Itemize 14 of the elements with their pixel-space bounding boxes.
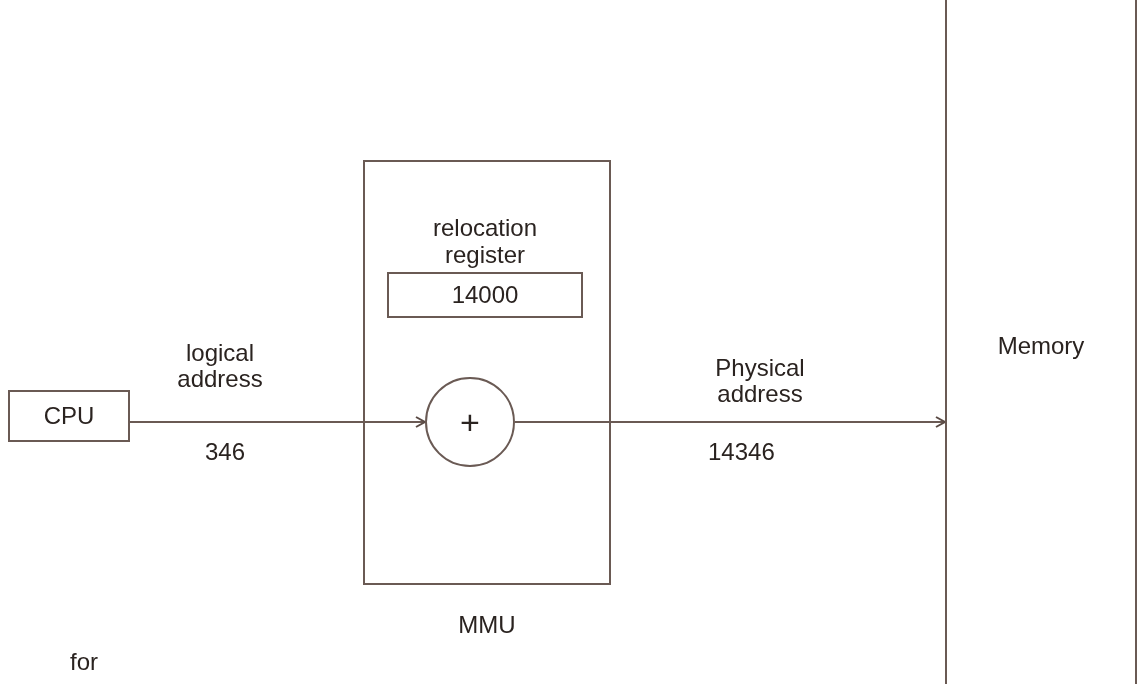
node-label: Memory bbox=[997, 332, 1085, 360]
note-text: for bbox=[70, 648, 98, 676]
node-label: CPU bbox=[43, 402, 95, 430]
plus-sign: + bbox=[460, 402, 480, 442]
register-heading: relocation register bbox=[431, 215, 539, 268]
arrow bbox=[129, 416, 426, 428]
adder-circle bbox=[425, 377, 515, 467]
node-label: MMU bbox=[458, 611, 516, 639]
register-value: 14000 bbox=[451, 281, 519, 309]
memory-box bbox=[945, 0, 1137, 684]
address-value: 346 bbox=[205, 438, 246, 466]
arrow bbox=[514, 416, 946, 428]
address-value: 14346 bbox=[708, 438, 775, 466]
process-box bbox=[8, 390, 130, 442]
